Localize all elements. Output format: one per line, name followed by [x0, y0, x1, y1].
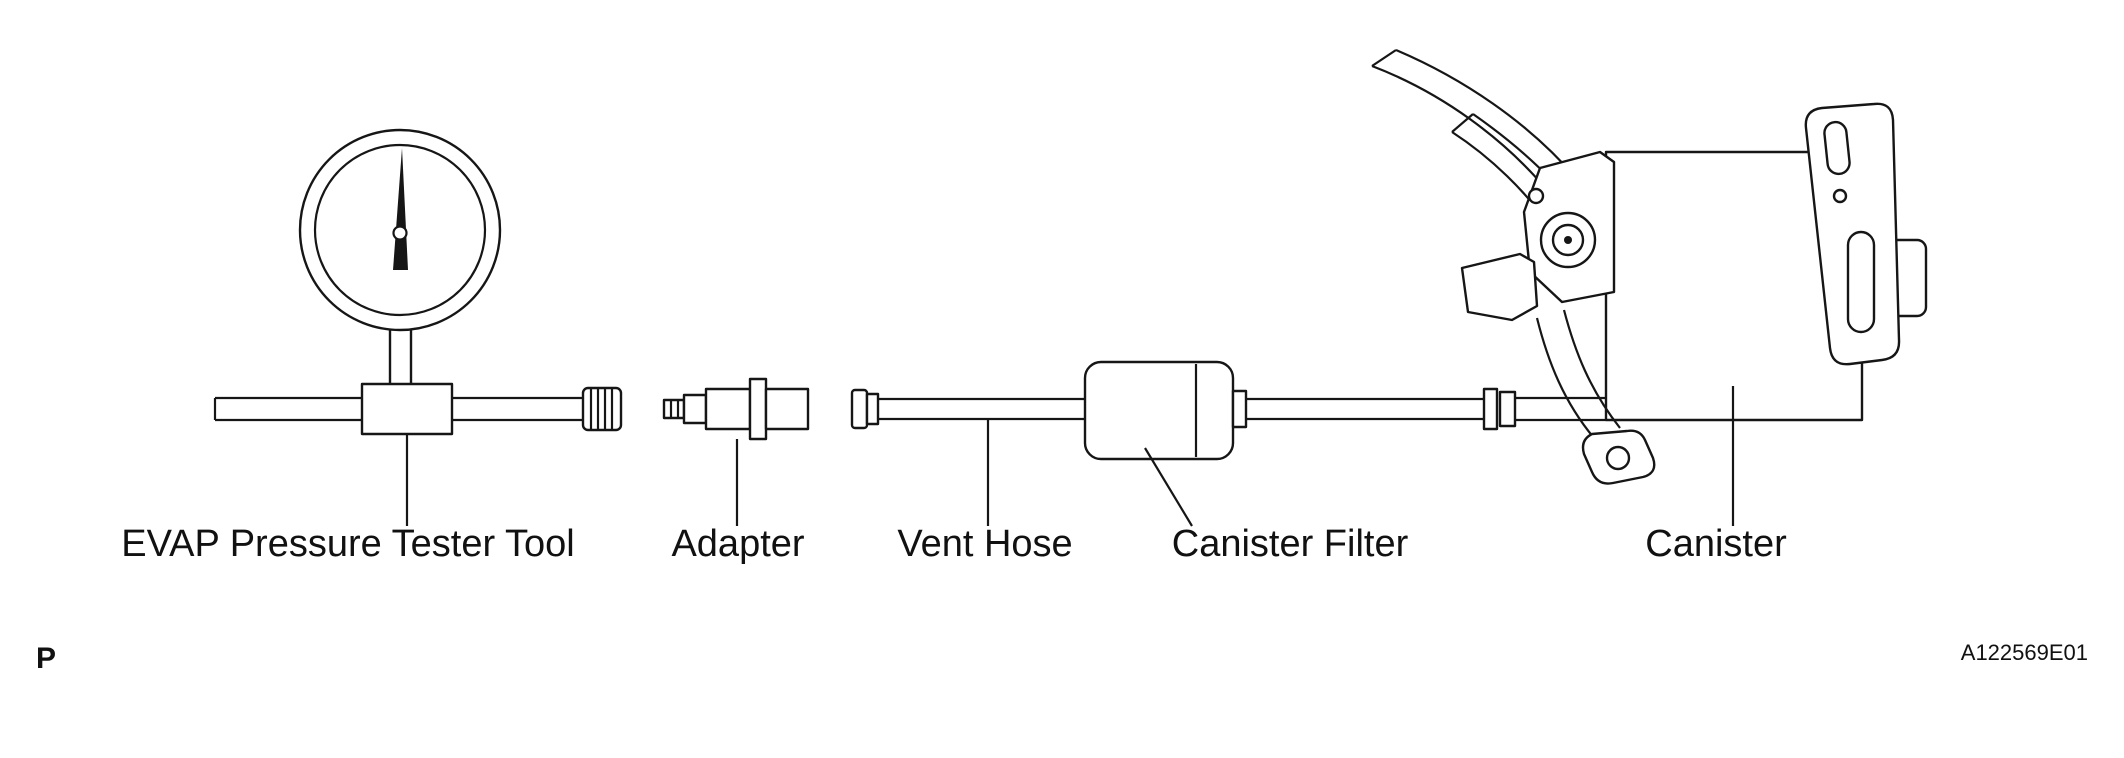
label-canister: Canister: [1645, 523, 1787, 565]
knurled-knob: [581, 386, 623, 432]
canister-top-hose: [1371, 64, 1553, 197]
adapter-body: [704, 387, 752, 431]
label-adapter: Adapter: [671, 523, 804, 565]
adapter-flange: [748, 377, 768, 441]
mount-foot-hole: [1605, 445, 1631, 471]
hose-clamp-ring: [1498, 390, 1517, 428]
filter-housing: [1083, 360, 1235, 461]
filter-outlet-clamp: [1231, 389, 1248, 429]
canister-left-bracket: [1460, 252, 1539, 322]
figure-code: A122569E01: [1961, 640, 2088, 665]
page-section-marker: P: [36, 642, 56, 675]
canister-assembly-drawing: [1371, 48, 1928, 485]
label-canister-filter: Canister Filter: [1172, 523, 1409, 565]
gauge-needle-hub: [392, 225, 408, 241]
label-evap-pressure-tester-tool: EVAP Pressure Tester Tool: [121, 523, 574, 565]
vent-hose-drawing: [850, 387, 1517, 431]
hose-clamp-ring: [1482, 387, 1499, 431]
adapter-drawing: [662, 377, 810, 441]
tester-fitting-block: [360, 382, 454, 436]
adapter-threaded-tip: [662, 398, 686, 420]
bracket-slot: [1846, 230, 1876, 334]
canister-filter-drawing: [1083, 360, 1248, 461]
bracket-slot: [1823, 120, 1851, 176]
gauge-stem: [388, 324, 413, 388]
label-vent-hose: Vent Hose: [897, 523, 1072, 565]
leader-lines: [405, 386, 1735, 527]
evap-pressure-tester-tool-drawing: [213, 128, 623, 436]
hose-end-cap: [850, 388, 869, 430]
